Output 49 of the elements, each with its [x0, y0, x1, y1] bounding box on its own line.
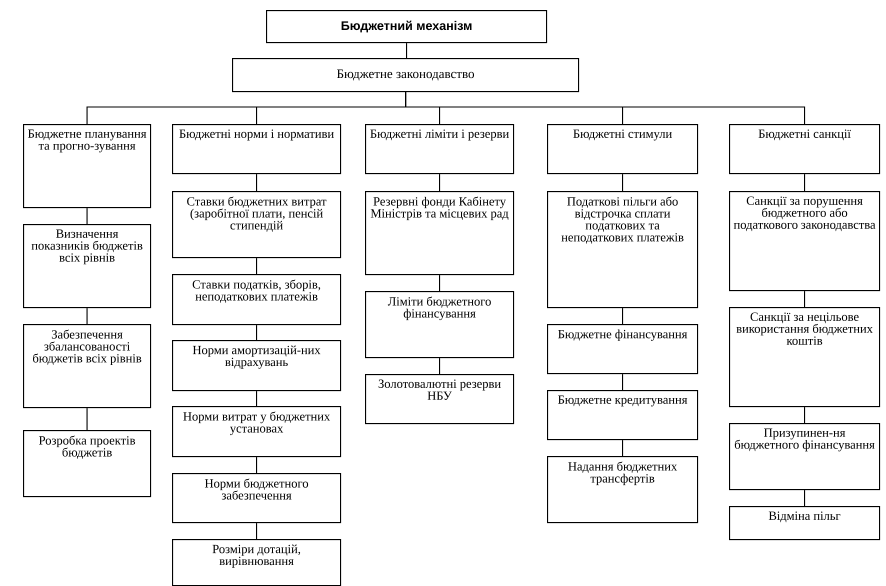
connector-line — [622, 374, 624, 390]
text-box: Бюджетне кредитування — [547, 390, 698, 440]
text-box: Золотовалютні резерви НБУ — [365, 374, 514, 424]
text-box: Ставки податків, зборів, неподаткових платежів — [172, 274, 342, 326]
text-box: Бюджетні стимули — [547, 124, 698, 174]
text-box: Бюджетне фінансування — [547, 324, 698, 374]
text-box: Бюджетне планування та прогно-зування — [23, 124, 152, 208]
text-box: Надання бюджетних трансфертів — [547, 456, 698, 524]
text-box: Розробка проектів бюджетів — [23, 430, 152, 498]
connector-line — [804, 174, 806, 191]
text-box: Норми бюджетного забезпечення — [172, 473, 342, 524]
connector-line — [405, 92, 806, 124]
connector-line — [622, 440, 624, 456]
text-box: Відміна пільг — [729, 506, 880, 540]
connector-line — [256, 325, 258, 340]
text-box: Бюджетні норми і нормативи — [172, 124, 342, 174]
connector-line — [256, 391, 258, 406]
text-box: Ліміти бюджетного фінансування — [365, 291, 514, 358]
connector-line — [256, 174, 258, 191]
connector-line — [439, 275, 440, 291]
text-box: Податкові пільги або відстрочка сплати податкових та неподаткових платежів — [547, 191, 698, 308]
text-box: Бюджетні санкції — [729, 124, 880, 174]
connector-line — [256, 523, 258, 539]
connector-line — [86, 308, 88, 324]
text-box: Резервні фонди Кабінету Міністрів та місцевих рад — [365, 191, 514, 276]
text-box: Забезпечення збалансованості бюджетів всіх рівнів — [23, 324, 152, 408]
connector-line — [622, 174, 624, 191]
legislation-box: Бюджетне законодавство — [232, 58, 580, 92]
text-box: Призупинен-ня бюджетного фінансування — [729, 423, 880, 490]
text-box: Розміри дотацій, вирівнювання — [172, 539, 342, 586]
connector-line — [86, 208, 88, 224]
connector-line — [804, 407, 806, 423]
connector-line — [439, 358, 440, 374]
connector-line — [406, 43, 408, 58]
connector-line — [804, 490, 806, 506]
text-box: Норми амортизацій-них відрахувань — [172, 340, 342, 392]
text-box: Санкції за порушення бюджетного або податкового законодавства — [729, 191, 880, 292]
text-box: Норми витрат у бюджетних установах — [172, 406, 342, 458]
connector-line — [622, 308, 624, 324]
connector-line — [439, 174, 440, 191]
connector-line — [256, 457, 258, 473]
text-box: Ставки бюджетних витрат (заробітної плати, пенсій стипендій — [172, 191, 342, 258]
connector-line — [86, 408, 88, 430]
connector-line — [256, 258, 258, 274]
text-box: Бюджетні ліміти і резерви — [365, 124, 514, 174]
connector-line — [804, 291, 806, 307]
text-box: Визначення показників бюджетів всіх рівнів — [23, 224, 152, 308]
text-box: Санкції за нецільове використання бюджетних коштів — [729, 307, 880, 408]
title-box: Бюджетний механізм — [266, 10, 548, 44]
